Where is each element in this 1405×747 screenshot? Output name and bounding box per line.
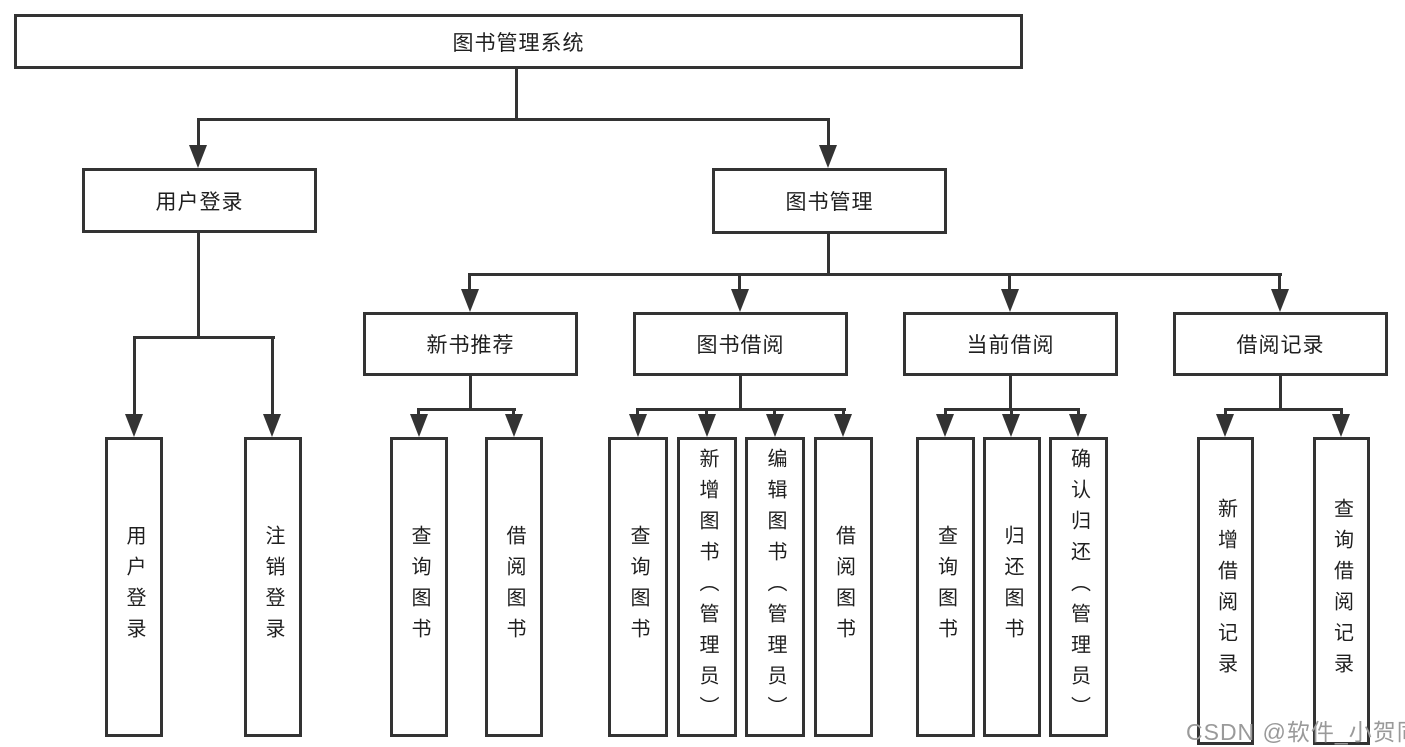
arrow-down-icon [766, 414, 784, 437]
connector-line [944, 408, 947, 418]
connector-line [271, 336, 274, 416]
connector-line [827, 234, 830, 275]
arrow-down-icon [698, 414, 716, 437]
leaf-label: 确认归还（管理员） [1067, 447, 1090, 727]
arrow-down-icon [1069, 414, 1087, 437]
arrow-down-icon [1002, 414, 1020, 437]
arrow-down-icon [731, 289, 749, 312]
leaf-label: 查询图书 [408, 525, 430, 649]
csdn-watermark: CSDN @软件_小贺同学 [1186, 719, 1405, 745]
leaf-label: 新增图书（管理员） [696, 447, 718, 727]
leaf-label: 查询图书 [934, 525, 957, 649]
leaf-query-books: 查询图书 [390, 437, 448, 737]
leaf-label: 借阅图书 [503, 525, 525, 649]
node-current-borrowing: 当前借阅 [903, 312, 1118, 376]
arrow-down-icon [936, 414, 954, 437]
leaf-label: 归还图书 [1001, 525, 1023, 649]
connector-line [738, 273, 741, 291]
arrow-down-icon [189, 145, 207, 168]
connector-line [468, 273, 1282, 276]
leaf-label: 注销登录 [262, 525, 284, 649]
node-book-management: 图书管理 [712, 168, 947, 234]
leaf-label: 编辑图书（管理员） [764, 447, 786, 727]
connector-line [515, 69, 518, 118]
node-book-borrowing: 图书借阅 [633, 312, 848, 376]
connector-line [1010, 408, 1013, 418]
node-library-management-system: 图书管理系统 [14, 14, 1023, 69]
connector-line [1224, 408, 1343, 411]
arrow-down-icon [1001, 289, 1019, 312]
arrow-down-icon [834, 414, 852, 437]
connector-line [197, 233, 200, 338]
connector-line [133, 336, 136, 416]
connector-line [1340, 408, 1343, 418]
connector-line [468, 273, 471, 291]
connector-line [197, 118, 200, 147]
leaf-return-books: 归还图书 [983, 437, 1041, 737]
arrow-down-icon [263, 414, 281, 437]
arrow-down-icon [461, 289, 479, 312]
arrow-down-icon [505, 414, 523, 437]
arrow-down-icon [1271, 289, 1289, 312]
leaf-logout: 注销登录 [244, 437, 302, 737]
connector-line [417, 408, 420, 418]
leaf-user-login: 用户登录 [105, 437, 163, 737]
leaf-add-books-admin: 新增图书（管理员） [677, 437, 737, 737]
arrow-down-icon [1216, 414, 1234, 437]
arrow-down-icon [125, 414, 143, 437]
node-user-login: 用户登录 [82, 168, 317, 233]
connector-line [739, 376, 742, 410]
leaf-query-books: 查询图书 [608, 437, 668, 737]
connector-line [417, 408, 516, 411]
leaf-label: 新增借阅记录 [1214, 498, 1237, 684]
leaf-borrow-books: 借阅图书 [485, 437, 543, 737]
arrow-down-icon [819, 145, 837, 168]
leaf-query-books: 查询图书 [916, 437, 975, 737]
connector-line [197, 118, 830, 121]
connector-line [469, 376, 472, 410]
leaf-label: 查询图书 [627, 525, 649, 649]
connector-line [1008, 273, 1011, 291]
leaf-add-borrow-record: 新增借阅记录 [1197, 437, 1254, 745]
arrow-down-icon [410, 414, 428, 437]
connector-line [773, 408, 776, 418]
leaf-borrow-books: 借阅图书 [814, 437, 873, 737]
leaf-label: 借阅图书 [832, 525, 855, 649]
arrow-down-icon [1332, 414, 1350, 437]
connector-line [842, 408, 845, 418]
connector-line [1009, 376, 1012, 410]
leaf-confirm-return-admin: 确认归还（管理员） [1049, 437, 1108, 737]
leaf-label: 查询借阅记录 [1330, 498, 1353, 684]
connector-line [133, 336, 275, 339]
leaf-query-borrow-record: 查询借阅记录 [1313, 437, 1370, 745]
connector-line [636, 408, 846, 411]
connector-line [1224, 408, 1227, 418]
leaf-edit-books-admin: 编辑图书（管理员） [745, 437, 805, 737]
connector-line [1077, 408, 1080, 418]
leaf-label: 用户登录 [123, 525, 145, 649]
connector-line [1278, 273, 1281, 291]
connector-line [1279, 376, 1282, 410]
node-new-book-recommend: 新书推荐 [363, 312, 578, 376]
arrow-down-icon [629, 414, 647, 437]
connector-line [636, 408, 639, 418]
connector-line [827, 118, 830, 147]
connector-line [705, 408, 708, 418]
connector-line [512, 408, 515, 418]
node-borrow-records: 借阅记录 [1173, 312, 1388, 376]
